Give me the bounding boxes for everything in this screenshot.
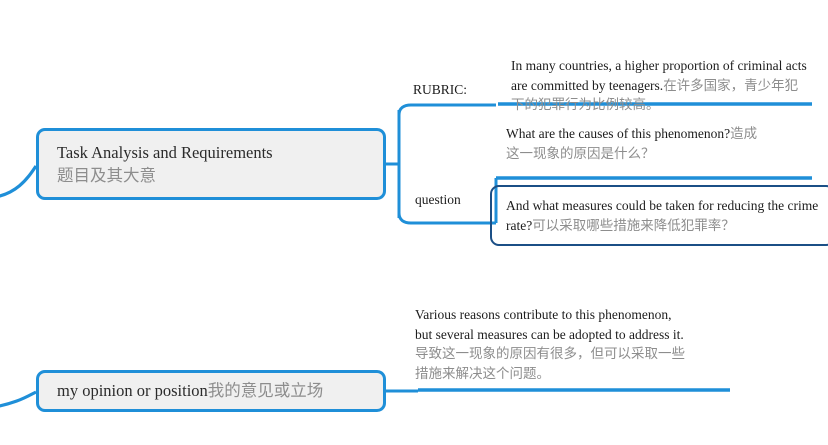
incoming-connector-bottom	[0, 390, 37, 408]
leaf-rubric-text-cn: 在许多国家，青少年犯下的犯罪行为比例较高。	[511, 77, 799, 113]
branch-arm-question	[397, 212, 496, 225]
leaf-rubric-text[interactable]: In many countries, a higher proportion o…	[511, 56, 811, 115]
node-task-analysis-label-cn: 题目及其大意	[57, 166, 156, 185]
incoming-connector-top	[0, 165, 38, 198]
leaf-rubric-text-en: In many countries, a higher proportion o…	[511, 58, 807, 93]
branch-label-rubric[interactable]: RUBRIC:	[413, 82, 468, 97]
node-task-analysis-label: Task Analysis and Requirements 题目及其大意	[57, 141, 273, 188]
leaf-opinion-text-en: Various reasons contribute to this pheno…	[415, 307, 684, 342]
leaf-opinion-text-cn: 导致这一现象的原因有很多，但可以采取一些措施来解决这个问题。	[415, 346, 685, 381]
leaf-question-measures-cn: 可以采取哪些措施来降低犯罪率？	[532, 217, 735, 233]
node-my-opinion-label-en: my opinion or position	[57, 381, 208, 401]
node-my-opinion-label: my opinion or position我的意见或立场	[57, 379, 323, 402]
node-my-opinion-label-cn: 我的意见或立场	[207, 381, 324, 401]
leaf-question-measures-en: And what measures could be taken for red…	[506, 198, 819, 233]
leaf-question-causes-en: What are the causes of this phenomenon?	[506, 126, 731, 141]
node-task-analysis-label-en: Task Analysis and Requirements	[57, 142, 273, 162]
node-my-opinion[interactable]: my opinion or position我的意见或立场	[36, 370, 386, 412]
branch-arm-rubric	[397, 103, 496, 116]
node-task-analysis[interactable]: Task Analysis and Requirements 题目及其大意	[36, 128, 386, 200]
leaf-question-causes[interactable]: What are the causes of this phenomenon?造…	[506, 124, 766, 163]
leaf-opinion-text[interactable]: Various reasons contribute to this pheno…	[415, 305, 687, 383]
leaf-question-causes-cn: 造成这一现象的原因是什么？	[506, 126, 758, 161]
leaf-question-measures[interactable]: And what measures could be taken for red…	[490, 185, 828, 247]
branch-label-question[interactable]: question	[415, 192, 461, 207]
